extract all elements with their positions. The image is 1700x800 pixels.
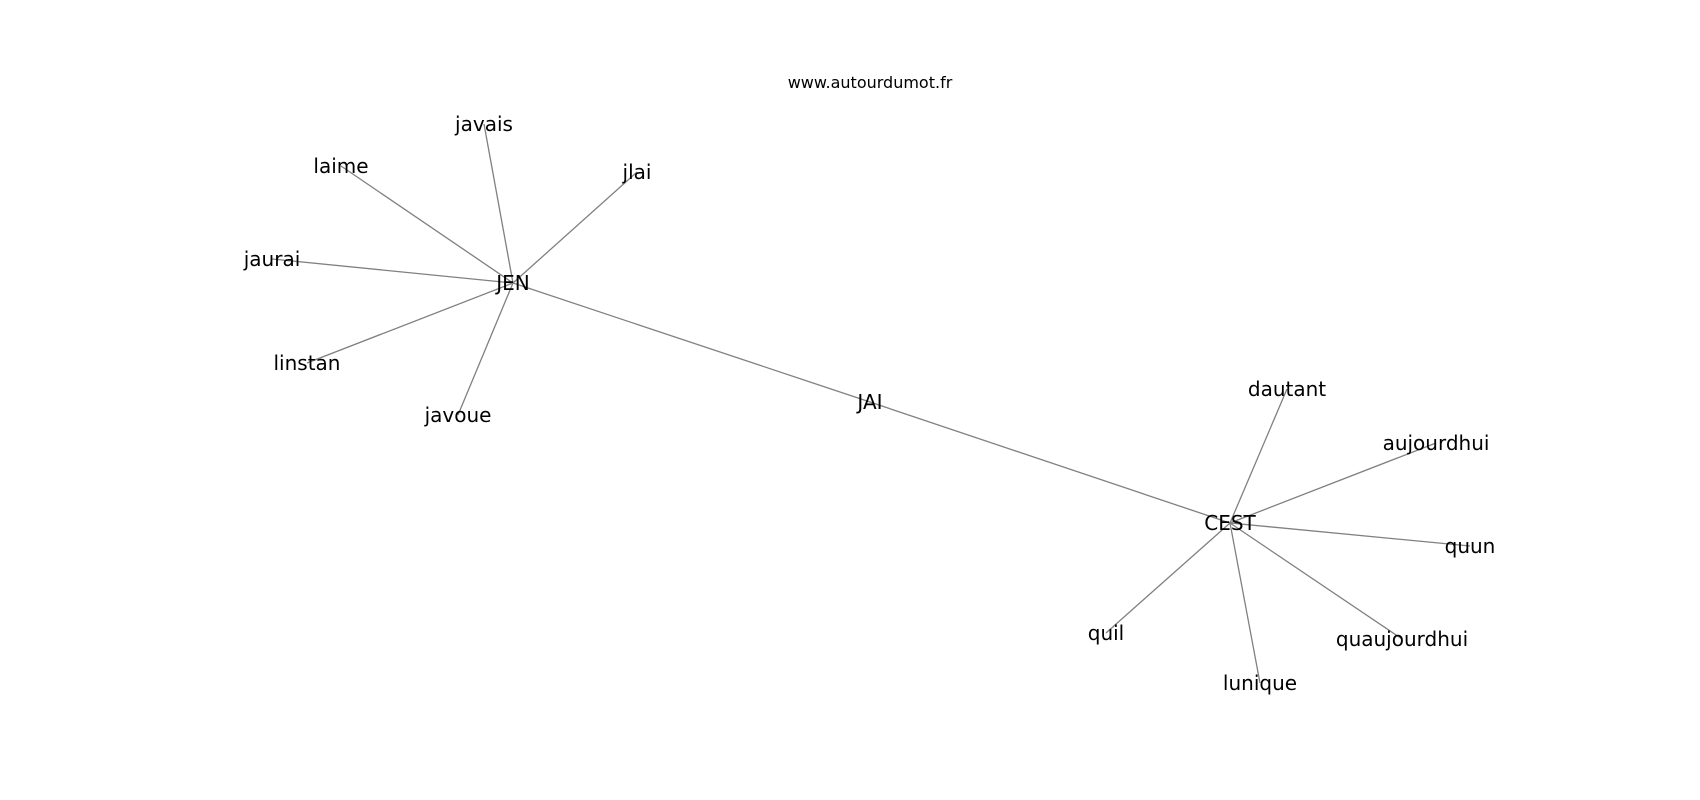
node-label-jen: JEN xyxy=(494,271,530,295)
node-label-jaurai: jaurai xyxy=(243,247,301,271)
edge-cest-quil xyxy=(1105,522,1231,634)
node-label-jai: JAI xyxy=(855,390,882,414)
node-label-lunique: lunique xyxy=(1223,671,1297,695)
edge-cest-dautant xyxy=(1229,388,1288,524)
node-label-quun: quun xyxy=(1445,534,1496,558)
edge-jen-javais xyxy=(483,123,514,284)
node-label-linstan: linstan xyxy=(274,351,341,375)
edge-jen-javoue xyxy=(457,282,514,416)
watermark: www.autourdumot.fr xyxy=(788,73,953,92)
edge-jen-linstan xyxy=(306,282,514,364)
edge-jen-jai xyxy=(512,282,871,403)
edge-jai-cest xyxy=(869,401,1231,524)
edge-cest-aujourdhui xyxy=(1229,442,1437,524)
node-label-jlai: jlai xyxy=(622,160,652,184)
edge-cest-lunique xyxy=(1229,522,1261,684)
node-label-laime: laime xyxy=(313,154,368,178)
node-label-quil: quil xyxy=(1088,621,1124,645)
edges xyxy=(271,123,1471,684)
edge-cest-quaujourdhui xyxy=(1229,522,1403,640)
edge-cest-quun xyxy=(1229,522,1471,547)
node-label-quaujourdhui: quaujourdhui xyxy=(1336,627,1468,651)
node-label-javais: javais xyxy=(454,112,513,136)
edge-jen-jaurai xyxy=(271,258,514,284)
edge-jen-laime xyxy=(340,165,514,284)
node-labels: JAI JEN CEST javais laime jlai jaurai linstan ja… xyxy=(243,112,1496,695)
node-label-cest: CEST xyxy=(1204,511,1256,535)
node-label-aujourdhui: aujourdhui xyxy=(1383,431,1490,455)
node-label-javoue: javoue xyxy=(424,403,492,427)
node-label-dautant: dautant xyxy=(1248,377,1326,401)
edge-jen-jlai xyxy=(512,171,638,284)
